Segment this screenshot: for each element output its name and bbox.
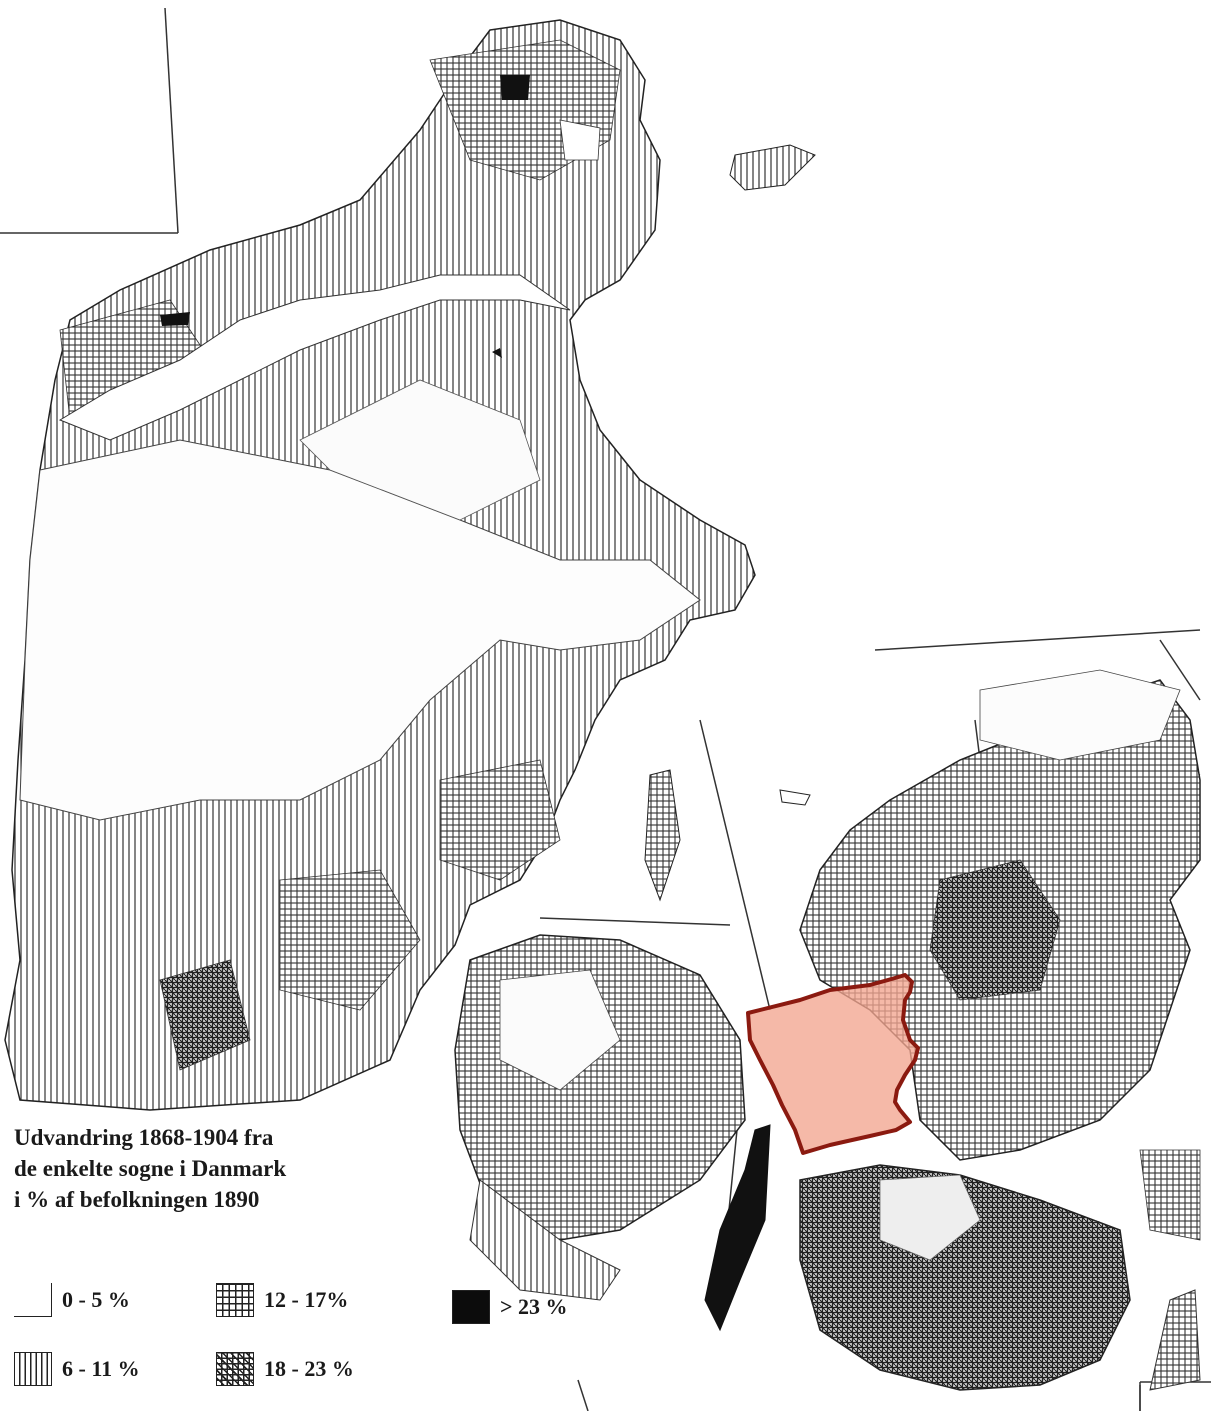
legend-item-6-11: 6 - 11 % xyxy=(14,1352,140,1386)
small-islands xyxy=(644,144,816,902)
legend-label: 12 - 17% xyxy=(264,1287,349,1312)
funen-region xyxy=(454,934,746,1301)
legend-label: > 23 % xyxy=(500,1294,568,1319)
legend-item-0-5: 0 - 5 % xyxy=(14,1283,130,1317)
legend-title-line: i % af befolkningen 1890 xyxy=(14,1187,260,1212)
legend-title-line: de enkelte sogne i Danmark xyxy=(14,1156,287,1181)
zealand-region xyxy=(799,669,1201,1241)
langeland-island xyxy=(704,1124,771,1332)
grid-swatch-icon xyxy=(216,1283,254,1317)
legend-label: 18 - 23 % xyxy=(264,1356,354,1381)
blank-swatch-icon xyxy=(14,1283,52,1317)
lolland-falster-region xyxy=(799,1164,1201,1391)
legend-label: 0 - 5 % xyxy=(62,1287,130,1312)
legend-item-18-23: 18 - 23 % xyxy=(216,1352,354,1386)
crosshatch-swatch-icon xyxy=(216,1352,254,1386)
legend-title-line: Udvandring 1868-1904 fra xyxy=(14,1125,274,1150)
jutland-region xyxy=(4,19,756,1111)
vertical-lines-swatch-icon xyxy=(14,1352,52,1386)
legend-item-12-17: 12 - 17% xyxy=(216,1283,348,1317)
legend-label: 6 - 11 % xyxy=(62,1356,140,1381)
legend-item-gt-23: > 23 % xyxy=(452,1290,568,1324)
legend-title: Udvandring 1868-1904 fra de enkelte sogn… xyxy=(14,1122,394,1215)
solid-swatch-icon xyxy=(452,1290,490,1324)
highlighted-region xyxy=(746,973,920,1155)
